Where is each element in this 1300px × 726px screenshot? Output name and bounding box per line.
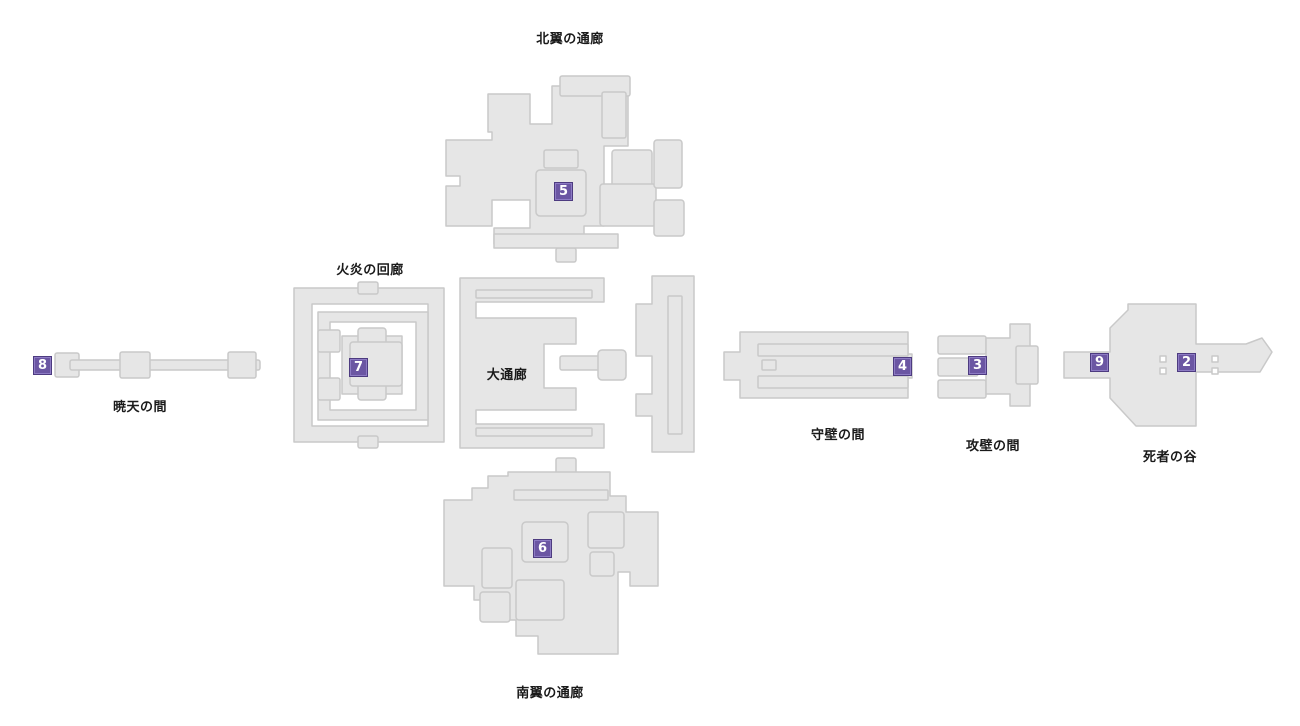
marker-5[interactable]: 5	[554, 182, 573, 201]
marker-3[interactable]: 3	[968, 356, 987, 375]
dawn-hall-rooms	[54, 351, 261, 379]
great-corridor-rooms	[459, 247, 695, 477]
marker-4[interactable]: 4	[893, 357, 912, 376]
label-south-wing: 南翼の通廊	[516, 686, 584, 701]
label-flame-gallery: 火炎の回廊	[336, 263, 404, 278]
valley-of-dead-rooms	[1063, 303, 1273, 427]
label-guard-wall-hall: 守壁の間	[810, 428, 866, 443]
label-north-wing: 北翼の通廊	[536, 32, 604, 47]
attack-wall-rooms	[937, 323, 1039, 407]
north-wing-rooms	[445, 75, 685, 249]
label-valley-of-dead: 死者の谷	[1142, 450, 1198, 465]
label-dawn-hall: 暁天の間	[112, 400, 168, 415]
marker-8[interactable]: 8	[33, 356, 52, 375]
marker-7[interactable]: 7	[349, 358, 368, 377]
marker-9[interactable]: 9	[1090, 353, 1109, 372]
marker-2[interactable]: 2	[1177, 353, 1196, 372]
flame-gallery-rooms	[293, 281, 445, 449]
marker-6[interactable]: 6	[533, 539, 552, 558]
label-attack-wall-hall: 攻壁の間	[965, 439, 1021, 454]
guard-wall-rooms	[723, 331, 913, 399]
label-great-corridor: 大通廊	[486, 368, 528, 383]
south-wing-rooms	[443, 471, 659, 655]
